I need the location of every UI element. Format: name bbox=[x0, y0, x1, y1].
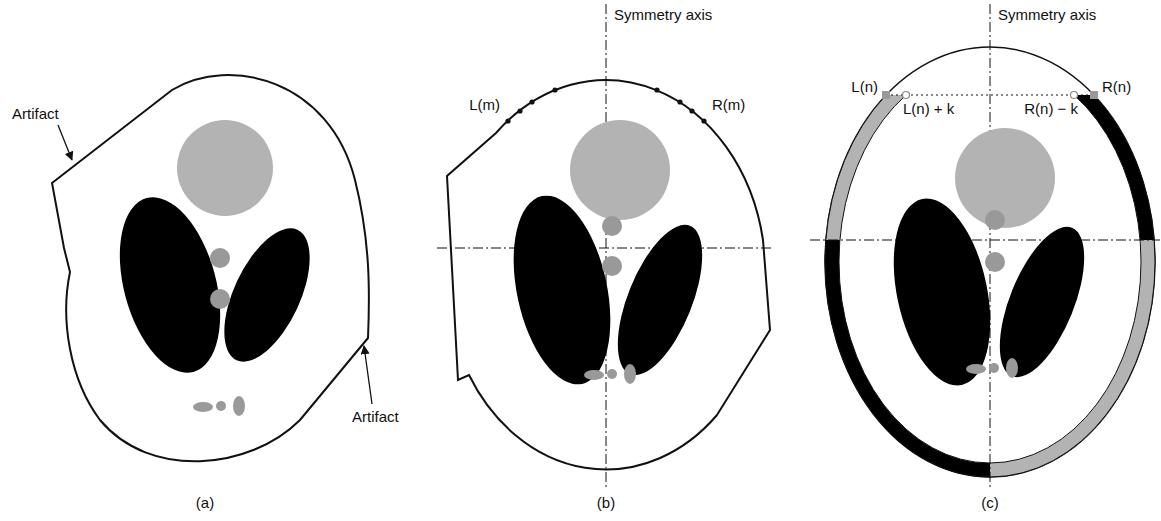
ring-black bbox=[990, 95, 1155, 240]
panel-b bbox=[437, 4, 772, 490]
ring-grey bbox=[825, 95, 990, 240]
panel-label: (c) bbox=[981, 494, 999, 511]
end-marker bbox=[1090, 91, 1098, 99]
ring-grey bbox=[990, 240, 1155, 477]
offset-marker bbox=[903, 92, 910, 99]
contour-point bbox=[654, 87, 659, 92]
black-ellipse bbox=[498, 187, 626, 394]
contour-point bbox=[505, 118, 510, 123]
grey-dot bbox=[233, 396, 245, 416]
grey-dot bbox=[602, 216, 622, 236]
artifact-arrow bbox=[364, 346, 372, 404]
black-ellipse bbox=[600, 214, 719, 386]
artifact-label: Artifact bbox=[12, 105, 59, 122]
point-label: R(m) bbox=[712, 96, 745, 113]
contour-point bbox=[689, 108, 694, 113]
offset-marker bbox=[1071, 92, 1078, 99]
grey-dot bbox=[989, 363, 999, 373]
grey-dot bbox=[193, 402, 213, 412]
grey-dot bbox=[210, 248, 230, 268]
grey-dot bbox=[1006, 358, 1018, 378]
grey-dot bbox=[985, 252, 1005, 272]
grey-dot bbox=[985, 210, 1005, 230]
contour-point bbox=[677, 99, 682, 104]
point-label: R(n) − k bbox=[1024, 100, 1078, 117]
black-ellipse bbox=[982, 216, 1101, 388]
artifact-label: Artifact bbox=[352, 408, 399, 425]
artifact-arrow bbox=[58, 125, 72, 160]
grey-region bbox=[177, 120, 273, 216]
contour-point bbox=[529, 99, 534, 104]
contour-point bbox=[517, 108, 522, 113]
symmetry-axis bbox=[990, 4, 991, 490]
point-label: L(m) bbox=[469, 96, 500, 113]
axis-label: Symmetry axis bbox=[998, 6, 1096, 23]
grey-region bbox=[955, 128, 1055, 228]
grey-dot bbox=[210, 289, 230, 309]
black-ellipse bbox=[207, 216, 328, 374]
grey-dot bbox=[602, 256, 622, 276]
symmetry-axis bbox=[606, 4, 607, 490]
black-ellipse bbox=[102, 186, 237, 384]
panel-label: (b) bbox=[597, 494, 615, 511]
grey-dot bbox=[607, 369, 617, 379]
horizontal-axis bbox=[437, 248, 772, 249]
ring-segments bbox=[825, 47, 1155, 477]
grey-dot bbox=[584, 370, 604, 380]
contour-point bbox=[701, 118, 706, 123]
black-ellipse bbox=[878, 190, 1006, 395]
grey-region bbox=[570, 120, 670, 220]
head-outline bbox=[825, 47, 1155, 477]
horizontal-axis bbox=[810, 240, 1160, 241]
panel-a bbox=[52, 75, 372, 461]
head-outline bbox=[447, 80, 770, 469]
panel-c bbox=[810, 4, 1160, 490]
contour-points bbox=[505, 87, 706, 123]
chord-line bbox=[886, 94, 1094, 95]
point-label: L(n) bbox=[851, 78, 878, 95]
contour-point bbox=[552, 87, 557, 92]
grey-dot bbox=[966, 364, 986, 374]
end-marker bbox=[882, 91, 890, 99]
grey-dot bbox=[216, 401, 226, 411]
point-label: R(n) bbox=[1102, 78, 1131, 95]
panel-label: (a) bbox=[196, 494, 214, 511]
axis-label: Symmetry axis bbox=[614, 6, 712, 23]
head-outline bbox=[52, 75, 369, 461]
point-label: L(n) + k bbox=[903, 100, 954, 117]
grey-dot bbox=[624, 364, 636, 384]
ring-black bbox=[825, 240, 990, 477]
